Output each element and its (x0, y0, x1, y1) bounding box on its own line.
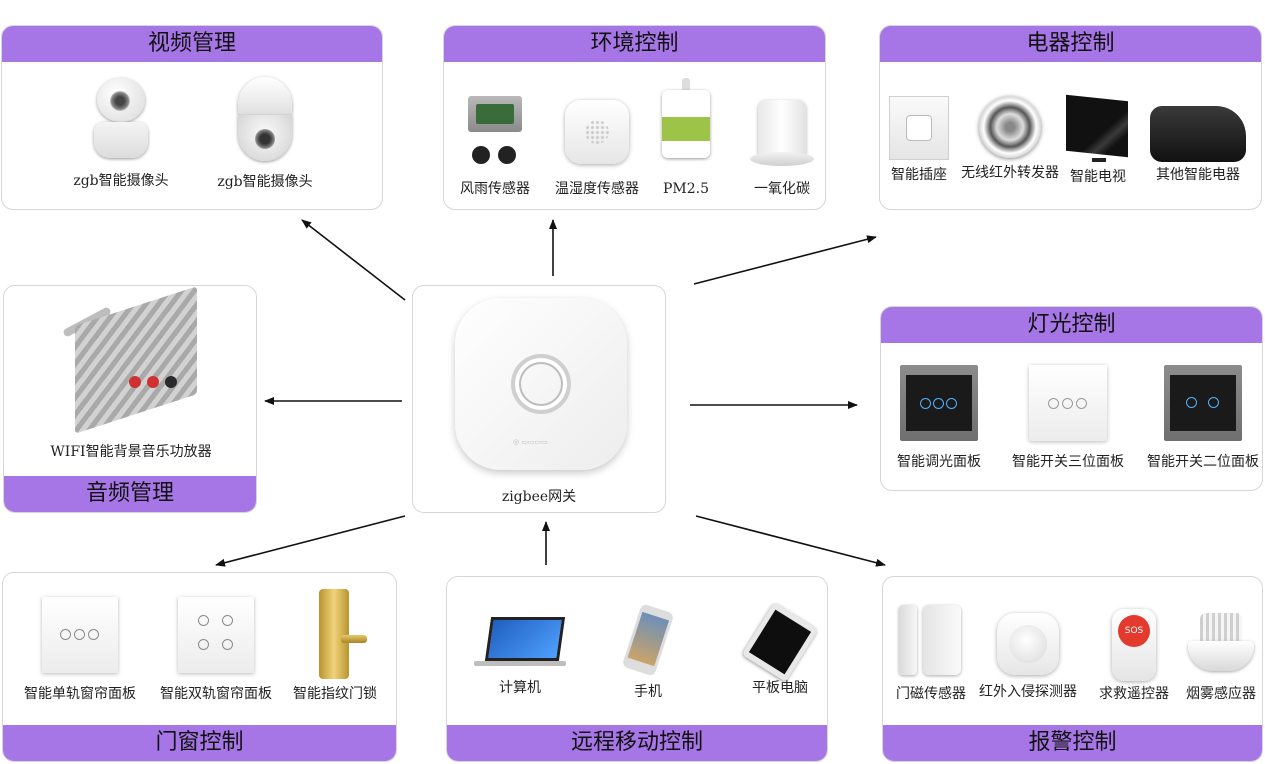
device-fingerprint-lock[interactable]: 智能指纹门锁 (287, 589, 383, 703)
device-label: 门磁传感器 (896, 686, 966, 702)
phone-icon (621, 603, 675, 677)
wind-rain-sensor-icon (464, 96, 526, 176)
socket-icon (889, 96, 949, 160)
device-label: 智能双轨窗帘面板 (160, 686, 272, 702)
gateway-label: zigbee网关 (501, 489, 577, 505)
tv-icon (1066, 94, 1130, 164)
tablet-icon (741, 601, 819, 683)
door-sensor-icon (899, 605, 963, 677)
panel-title: 远程移动控制 (447, 725, 827, 761)
panel-title: 视频管理 (2, 26, 382, 62)
device-label: 求救遥控器 (1099, 686, 1169, 702)
device-label: 平板电脑 (752, 680, 808, 696)
device-label: 无线红外转发器 (961, 165, 1059, 181)
panel-title: 报警控制 (883, 725, 1262, 761)
device-double-curtain-panel[interactable]: 智能双轨窗帘面板 (153, 597, 279, 703)
pm25-sensor-icon (662, 78, 710, 160)
device-label: 烟雾感应器 (1186, 686, 1256, 702)
device-other-appliance[interactable]: 其他智能电器 (1148, 106, 1248, 184)
arrow-to-appliance (693, 235, 877, 285)
amplifier-icon (61, 286, 201, 434)
device-label: WIFI智能背景音乐功放器 (50, 444, 212, 460)
device-label: 红外入侵探测器 (979, 684, 1077, 700)
gateway-hub-icon: ◎ ▭▭▭▭ (455, 298, 627, 470)
panel-zigbee-gateway[interactable]: ◎ ▭▭▭▭ zigbee网关 (412, 285, 666, 513)
device-wifi-music-amplifier[interactable]: WIFI智能背景音乐功放器 (14, 286, 248, 461)
device-pir-detector[interactable]: 红外入侵探测器 (975, 613, 1081, 701)
sos-remote-icon: SOS (1112, 609, 1156, 681)
temp-humidity-sensor-icon (565, 100, 629, 164)
device-phone[interactable]: 手机 (613, 603, 683, 701)
device-label: PM2.5 (662, 181, 710, 197)
device-label: 智能单轨窗帘面板 (24, 686, 136, 702)
panel-environment-control: 环境控制 风雨传感器 温湿度传感器 PM2.5 一氧化碳 (443, 25, 826, 210)
camera-icon (91, 78, 151, 160)
arrow-to-alarm (695, 515, 886, 567)
device-smoke-detector[interactable]: 烟雾感应器 (1179, 613, 1262, 703)
device-label: 手机 (634, 684, 662, 700)
smoke-detector-icon (1188, 613, 1254, 675)
laptop-icon (474, 617, 566, 667)
device-temp-humidity-sensor[interactable]: 温湿度传感器 (548, 100, 646, 198)
double-curtain-panel-icon (178, 597, 254, 673)
device-computer[interactable]: 计算机 (455, 617, 585, 697)
device-co-sensor[interactable]: 一氧化碳 (740, 100, 824, 198)
device-label: 计算机 (499, 680, 541, 696)
device-label: zgb智能摄像头 (73, 173, 169, 189)
arrow-to-video (301, 219, 406, 301)
device-label: 一氧化碳 (754, 181, 810, 197)
device-three-gang-switch[interactable]: 智能开关三位面板 (1005, 365, 1131, 471)
panel-light-control: 灯光控制 智能调光面板 智能开关三位面板 智能开关二位面板 (880, 306, 1263, 491)
panel-title: 电器控制 (880, 26, 1261, 62)
co-sensor-icon (750, 100, 814, 170)
panel-video-management: 视频管理 zgb智能摄像头 zgb智能摄像头 (1, 25, 383, 210)
device-label: 其他智能电器 (1156, 167, 1240, 183)
device-dimmer-panel[interactable]: 智能调光面板 (887, 365, 991, 471)
device-label: 智能插座 (891, 167, 947, 183)
device-door-sensor[interactable]: 门磁传感器 (889, 605, 973, 703)
device-label: 智能电视 (1070, 169, 1126, 185)
dimmer-panel-icon (900, 365, 978, 441)
device-smart-tv[interactable]: 智能电视 (1066, 94, 1130, 186)
device-two-gang-switch[interactable]: 智能开关二位面板 (1143, 365, 1262, 471)
panel-audio-management: WIFI智能背景音乐功放器 音频管理 (3, 285, 257, 513)
device-zgb-dome-camera[interactable]: zgb智能摄像头 (210, 71, 320, 191)
arrow-to-door-window (215, 515, 406, 567)
device-label: 智能开关三位面板 (1012, 454, 1124, 470)
panel-title: 灯光控制 (881, 307, 1262, 343)
device-label: 智能指纹门锁 (293, 686, 377, 702)
panel-title: 门窗控制 (3, 725, 396, 761)
pir-detector-icon (997, 613, 1059, 675)
device-ir-transmitter[interactable]: 无线红外转发器 (960, 96, 1060, 182)
device-label: 智能调光面板 (897, 454, 981, 470)
device-pm25-sensor[interactable]: PM2.5 (656, 78, 716, 198)
device-label: 智能开关二位面板 (1147, 454, 1259, 470)
panel-remote-mobile-control: 计算机 手机 平板电脑 远程移动控制 (446, 576, 828, 762)
dome-camera-icon (234, 71, 296, 163)
ir-transmitter-icon (979, 96, 1041, 158)
three-gang-switch-icon (1029, 365, 1107, 441)
panel-alarm-control: 门磁传感器 红外入侵探测器 SOS 求救遥控器 烟雾感应器 报警控制 (882, 576, 1263, 762)
panel-door-window-control: 智能单轨窗帘面板 智能双轨窗帘面板 智能指纹门锁 门窗控制 (2, 572, 397, 762)
panel-appliance-control: 电器控制 智能插座 无线红外转发器 智能电视 其他智能电器 (879, 25, 1262, 210)
single-curtain-panel-icon (42, 597, 118, 673)
device-tablet[interactable]: 平板电脑 (737, 601, 823, 697)
panel-title: 环境控制 (444, 26, 825, 62)
two-gang-switch-icon (1164, 365, 1242, 441)
device-single-curtain-panel[interactable]: 智能单轨窗帘面板 (17, 597, 143, 703)
device-label: 风雨传感器 (460, 181, 530, 197)
device-smart-socket[interactable]: 智能插座 (884, 96, 954, 184)
device-sos-remote[interactable]: SOS 求救遥控器 (1089, 609, 1179, 703)
speaker-icon (1150, 106, 1246, 162)
device-label: zgb智能摄像头 (217, 174, 313, 190)
device-label: 温湿度传感器 (555, 181, 639, 197)
sos-text: SOS (1118, 615, 1150, 647)
device-zgb-camera[interactable]: zgb智能摄像头 (66, 78, 176, 190)
panel-title: 音频管理 (4, 476, 256, 512)
fingerprint-lock-icon (319, 589, 367, 681)
device-wind-rain-sensor[interactable]: 风雨传感器 (454, 96, 536, 198)
